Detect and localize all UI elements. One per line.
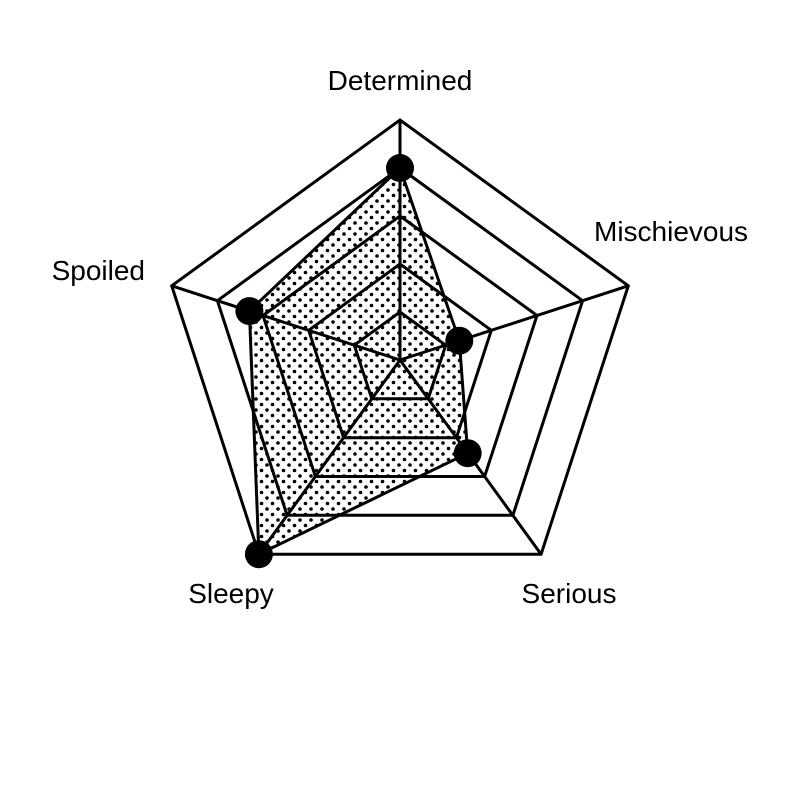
- data-point-serious: [453, 439, 482, 468]
- data-point-mischievous: [445, 326, 474, 355]
- grid-ring-4: [215, 166, 585, 517]
- axis-label-spoiled: Spoiled: [52, 255, 145, 286]
- axis-label-determined: Determined: [328, 65, 473, 96]
- data-point-spoiled: [235, 297, 264, 326]
- data-point-determined: [386, 154, 414, 182]
- grid-ring-5: [169, 118, 631, 556]
- axis-label-mischievous: Mischievous: [594, 216, 748, 247]
- axis-label-sleepy: Sleepy: [188, 578, 274, 609]
- data-point-sleepy: [244, 540, 273, 569]
- series-area-0: [247, 165, 470, 557]
- axis-label-serious: Serious: [522, 578, 617, 609]
- radar-markers: [235, 154, 482, 569]
- radar-series: [247, 165, 470, 557]
